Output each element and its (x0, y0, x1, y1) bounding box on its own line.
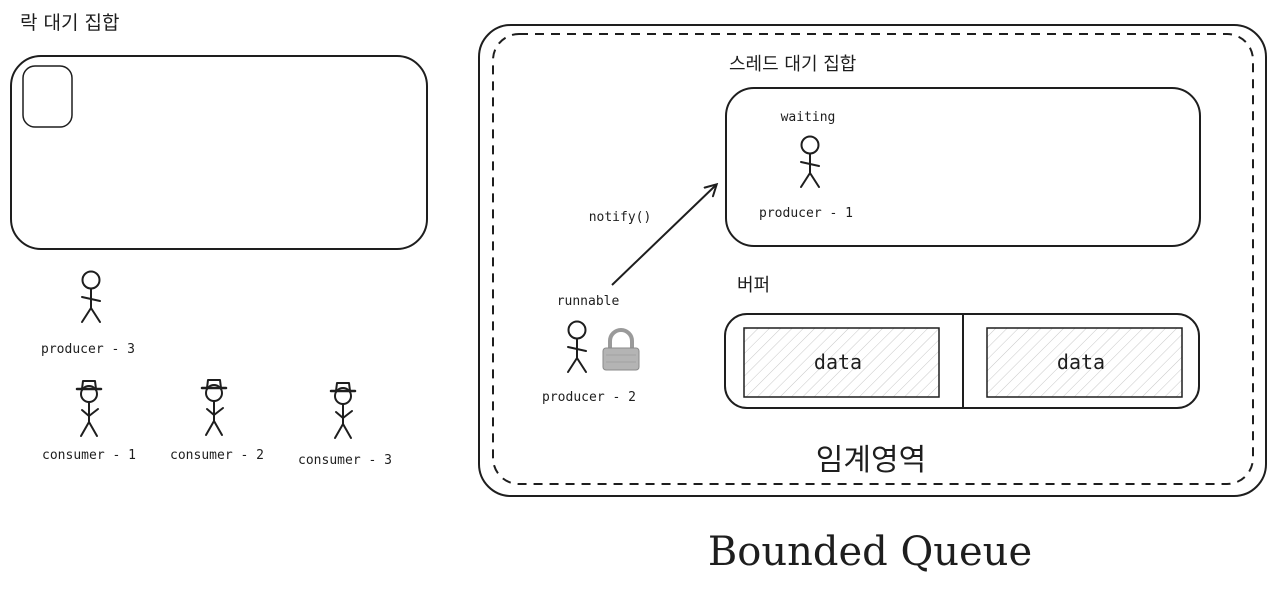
thread-producer-3: producer - 3 (41, 270, 135, 357)
buffer-slot: data (743, 327, 940, 398)
lock-wait-set: 락 대기 집합 producer - 3 consumer - 1 consum… (10, 12, 428, 468)
critical-section: 스레드 대기 집합 waiting producer - 1 notify() … (478, 24, 1267, 497)
buffer: 버퍼 data data (724, 275, 1200, 409)
hat-stick-figure-icon (200, 378, 228, 437)
lock-wait-set-title: 락 대기 집합 (20, 12, 119, 34)
buffer-title: 버퍼 (737, 275, 770, 296)
thread-wait-set-box (725, 87, 1201, 247)
state-label-runnable: runnable (557, 294, 620, 309)
hat-stick-figure-icon (75, 379, 103, 438)
thread-label: consumer - 3 (298, 453, 392, 468)
stick-figure-icon (800, 135, 820, 188)
thread-consumer-2: consumer - 2 (170, 378, 264, 463)
thread-label: consumer - 1 (42, 448, 136, 463)
hat-stick-figure-icon (329, 381, 357, 440)
data-label: data (814, 350, 862, 374)
lock-icon (602, 328, 640, 371)
thread-consumer-3: consumer - 3 (298, 381, 392, 468)
data-cell (743, 327, 940, 398)
diagram-caption: Bounded Queue (708, 529, 1032, 575)
thread-consumer-1: consumer - 1 (42, 379, 136, 463)
running-thread: runnable producer - 2 (542, 294, 640, 405)
notify-label: notify() (589, 210, 652, 225)
buffer-slot: data (986, 327, 1183, 398)
thread-label: consumer - 2 (170, 448, 264, 463)
thread-label: producer - 3 (41, 342, 135, 357)
stick-figure-icon (567, 320, 587, 373)
thread-wait-set-title: 스레드 대기 집합 (729, 54, 856, 75)
state-label-waiting: waiting (781, 110, 836, 125)
critical-section-title: 임계영역 (816, 443, 926, 478)
data-label: data (1057, 350, 1105, 374)
stick-figure-icon (81, 270, 101, 323)
notify-call: notify() (589, 185, 716, 286)
critical-section-dashed-box (492, 33, 1254, 485)
lock-wait-set-box (10, 55, 428, 250)
critical-section-outer-box (478, 24, 1267, 497)
thread-label: producer - 2 (542, 390, 636, 405)
thread-wait-set: 스레드 대기 집합 waiting producer - 1 (725, 54, 1201, 247)
data-cell (986, 327, 1183, 398)
empty-slot (22, 65, 73, 128)
notify-arrow (611, 185, 716, 286)
thread-label: producer - 1 (759, 206, 853, 221)
